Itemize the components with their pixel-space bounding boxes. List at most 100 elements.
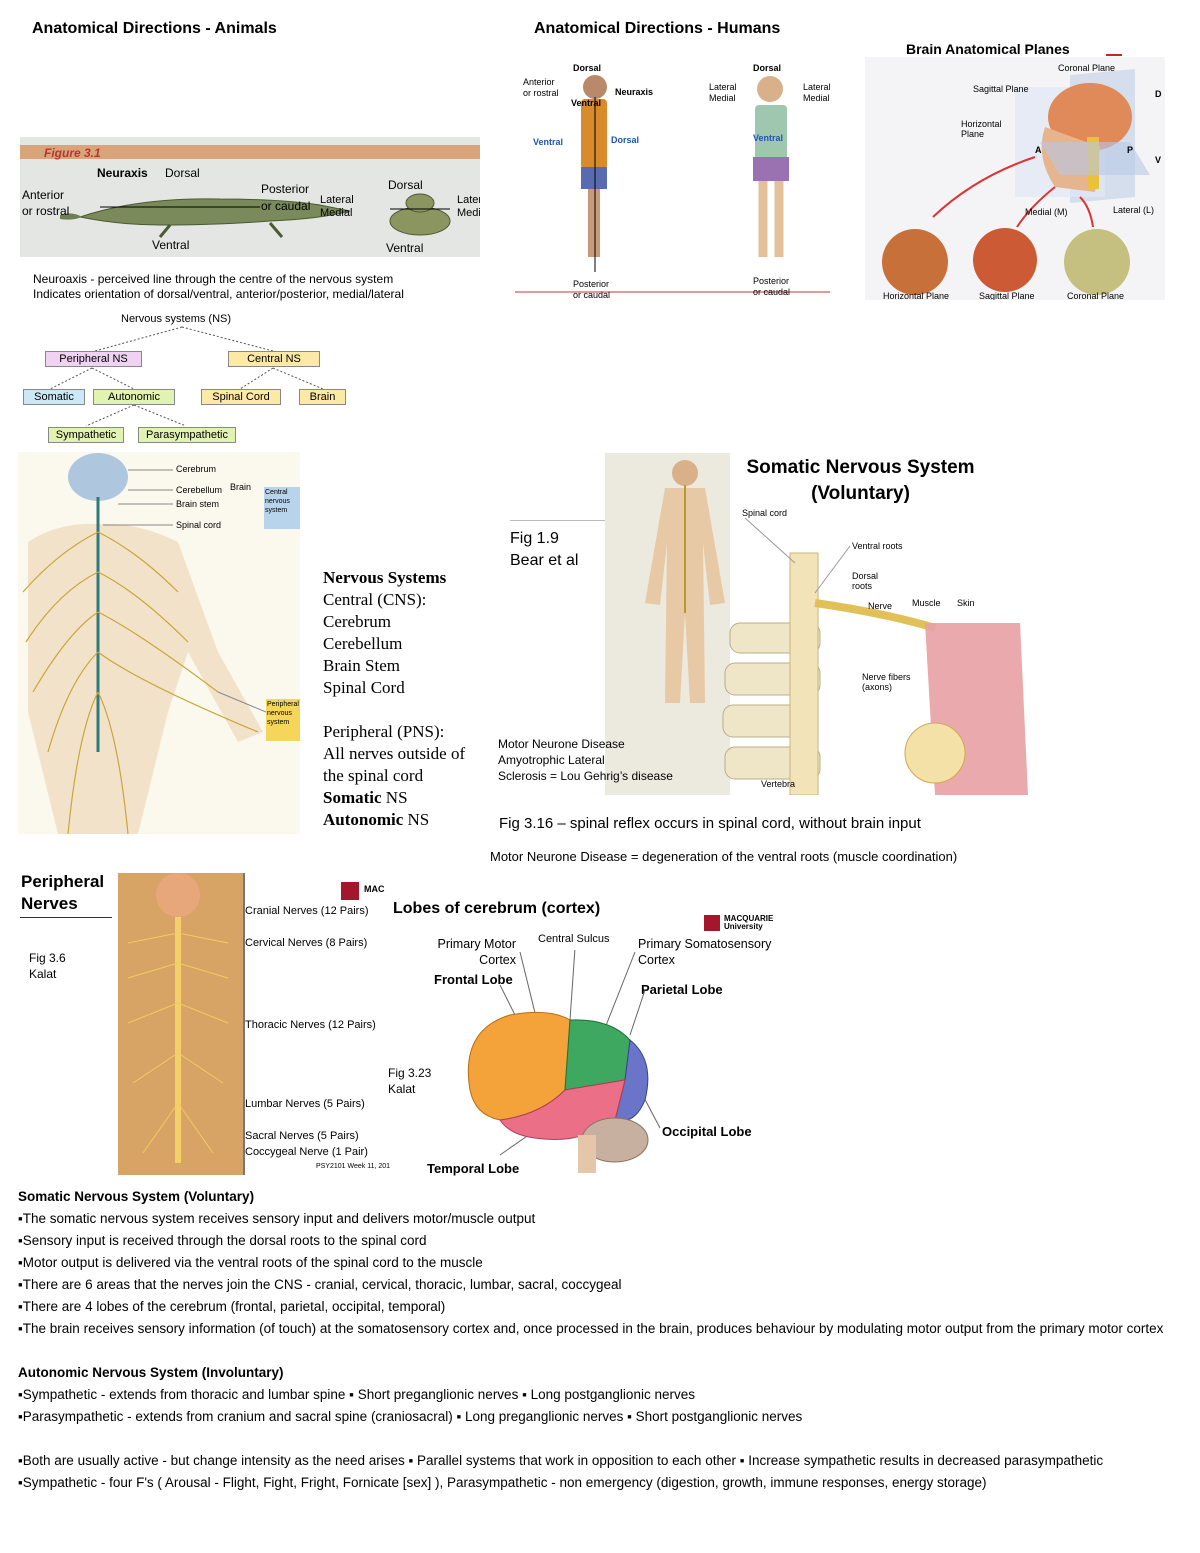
coronal-caption: Coronal Plane bbox=[1067, 291, 1125, 300]
brain-bracket-label: Brain bbox=[230, 482, 252, 492]
woman-dorsal-label: Dorsal bbox=[753, 63, 782, 73]
mnd-label: Motor Neurone Disease Amyotrophic Latera… bbox=[498, 736, 673, 784]
somatic-note-4: ▪There are 6 areas that the nerves join … bbox=[18, 1277, 622, 1292]
parietal-lobe bbox=[564, 1019, 631, 1091]
tree-root: Nervous systems (NS) bbox=[121, 313, 232, 325]
planes-heading-underline bbox=[1106, 54, 1122, 56]
brain-planes-illustration bbox=[882, 69, 1150, 295]
planes-heading: Brain Anatomical Planes bbox=[906, 41, 1070, 57]
ventral-roots-label: Ventral roots bbox=[852, 541, 903, 551]
man-head bbox=[583, 75, 607, 99]
alligator-tail bbox=[60, 213, 82, 220]
medial-left-label: Medial bbox=[320, 207, 353, 219]
frog-ventral-label: Ventral bbox=[386, 241, 424, 255]
rostral-label: or rostral bbox=[22, 204, 70, 218]
tree-connectors bbox=[49, 326, 324, 427]
sacral-nerves-label: Sacral Nerves (5 Pairs) bbox=[245, 1130, 359, 1142]
somatic-note-5: ▪There are 4 lobes of the cerebrum (fron… bbox=[18, 1299, 446, 1314]
brain-planes-figure: Coronal Plane Sagittal Plane Horizontal … bbox=[865, 57, 1165, 300]
nerve-label: Nerve bbox=[868, 601, 893, 611]
ns-list-brainstem: Brain Stem bbox=[323, 656, 400, 675]
human-figures-illustration bbox=[515, 75, 830, 293]
tree-brain: Brain bbox=[299, 389, 346, 405]
medial-right-label: Medial bbox=[457, 207, 480, 219]
woman-head bbox=[757, 76, 783, 102]
head-ventral-label: Ventral bbox=[571, 98, 602, 108]
somatic-note-6: ▪The brain receives sensory information … bbox=[18, 1321, 1164, 1336]
fig-3-6-label: Fig 3.6 Kalat bbox=[29, 950, 66, 982]
woman-caudal-label: or caudal bbox=[753, 287, 791, 297]
nervous-systems-list: Nervous Systems Central (CNS): Cerebrum … bbox=[323, 567, 465, 831]
arrow-coronal bbox=[1079, 196, 1094, 228]
brainstem-label: Brain stem bbox=[176, 499, 220, 509]
somatic-figure: Spinal cord Ventral roots Dorsal roots N… bbox=[605, 453, 1028, 795]
coccygeal-nerve-label: Coccygeal Nerve (1 Pair) bbox=[245, 1146, 368, 1158]
skin-label: Skin bbox=[957, 598, 975, 608]
alligator-leg-front bbox=[158, 224, 172, 238]
arrow-sagittal bbox=[1016, 186, 1056, 228]
nervous-system-figure: Cerebrum Cerebellum Brain stem Spinal co… bbox=[18, 452, 300, 834]
lateral-left-label: Lateral bbox=[320, 194, 354, 206]
coronal-plane-label: Coronal Plane bbox=[1058, 63, 1116, 73]
autonomic-note-3: ▪Both are usually active - but change in… bbox=[18, 1453, 1104, 1468]
woman-lateral-right-label: Lateral bbox=[803, 82, 830, 92]
anterior-a-label: A bbox=[1035, 145, 1042, 155]
fig-3-23-label: Fig 3.23 Kalat bbox=[388, 1065, 431, 1097]
spinal-illustration bbox=[645, 460, 1028, 795]
lateral-l-label: Lateral (L) bbox=[1113, 205, 1155, 215]
coronal-section bbox=[1064, 229, 1130, 295]
central-sulcus-label: Central Sulcus bbox=[538, 933, 610, 945]
spine-nerve-branches bbox=[127, 932, 229, 1154]
university-logo-icon bbox=[341, 882, 359, 900]
human-caudal-label: or caudal bbox=[573, 290, 611, 300]
frog-head bbox=[405, 193, 435, 213]
mnd-note: Motor Neurone Disease = degeneration of … bbox=[490, 849, 958, 864]
medial-m-label: Medial (M) bbox=[1025, 207, 1068, 217]
tree-somatic: Somatic bbox=[23, 389, 85, 405]
leader-sulcus bbox=[569, 950, 576, 1021]
man-torso bbox=[581, 99, 607, 169]
leader-psc bbox=[604, 951, 636, 1029]
muscle-label: Muscle bbox=[912, 598, 941, 608]
somatic-note-2: ▪Sensory input is received through the d… bbox=[18, 1233, 427, 1248]
ns-list-title: Nervous Systems bbox=[323, 568, 447, 587]
mnd-line2: Amyotrophic Lateral bbox=[498, 753, 605, 767]
fig-1-9-number: Fig 1.9 bbox=[510, 530, 559, 547]
notes-section: Somatic Nervous System (Voluntary) ▪The … bbox=[18, 1186, 1183, 1494]
primary-motor-line2: Cortex bbox=[479, 953, 516, 967]
cerebrum-label: Cerebrum bbox=[176, 464, 217, 474]
fig-3-6-source: Kalat bbox=[29, 967, 57, 981]
neuraxis-caption: Neuroaxis - perceived line through the c… bbox=[33, 272, 404, 302]
thoracic-nerves-label: Thoracic Nerves (12 Pairs) bbox=[245, 1019, 376, 1031]
animals-heading: Anatomical Directions - Animals bbox=[32, 20, 277, 37]
woman-ventral-label: Ventral bbox=[753, 133, 784, 143]
ns-list-somatic: Somatic NS bbox=[323, 787, 465, 809]
ventral-v-label: V bbox=[1155, 155, 1162, 165]
caption-line-1: Neuroaxis - perceived line through the c… bbox=[33, 272, 394, 286]
head-brain bbox=[1048, 83, 1132, 151]
ns-list-peripheral: Peripheral (PNS): bbox=[323, 722, 445, 741]
alligator-leg-back bbox=[268, 222, 284, 238]
anterior-label: Anterior bbox=[22, 188, 65, 202]
woman-medial-left-label: Medial bbox=[709, 93, 736, 103]
ns-list-cerebrum: Cerebrum bbox=[323, 612, 391, 631]
caudal-label: or caudal bbox=[261, 199, 311, 213]
somatosensory-line2: Cortex bbox=[638, 953, 675, 967]
ns-list-spinal-cord: the spinal cord bbox=[323, 766, 424, 785]
autonomic-note-2: ▪Parasympathetic - extends from cranium … bbox=[18, 1409, 803, 1424]
fig-1-9-label: Fig 1.9 Bear et al bbox=[510, 528, 578, 572]
somatic-title-line1: Somatic Nervous System bbox=[746, 457, 975, 478]
nerve-fibers-label: Nerve fibers (axons) bbox=[862, 672, 911, 692]
leader-ventral bbox=[814, 545, 851, 594]
primary-somatosensory-label: Primary Somatosensory Cortex bbox=[638, 936, 771, 968]
primary-motor-label: Primary Motor Cortex bbox=[424, 936, 516, 968]
autonomic-note-4: ▪Sympathetic - four F's ( Arousal - Flig… bbox=[18, 1475, 987, 1490]
peripheral-title-line2: Nerves bbox=[21, 894, 78, 913]
woman-posterior-label: Posterior bbox=[753, 276, 790, 286]
peripheral-title-line1: Peripheral bbox=[21, 872, 105, 891]
tree-central: Central NS bbox=[228, 351, 320, 367]
caption-line-2: Indicates orientation of dorsal/ventral,… bbox=[33, 287, 404, 301]
temporal-lobe-label: Temporal Lobe bbox=[427, 1161, 520, 1176]
ns-list-autonomic: Autonomic NS bbox=[323, 809, 465, 831]
peripheral-footer: PSY2101 Week 11, 201 bbox=[316, 1163, 391, 1170]
